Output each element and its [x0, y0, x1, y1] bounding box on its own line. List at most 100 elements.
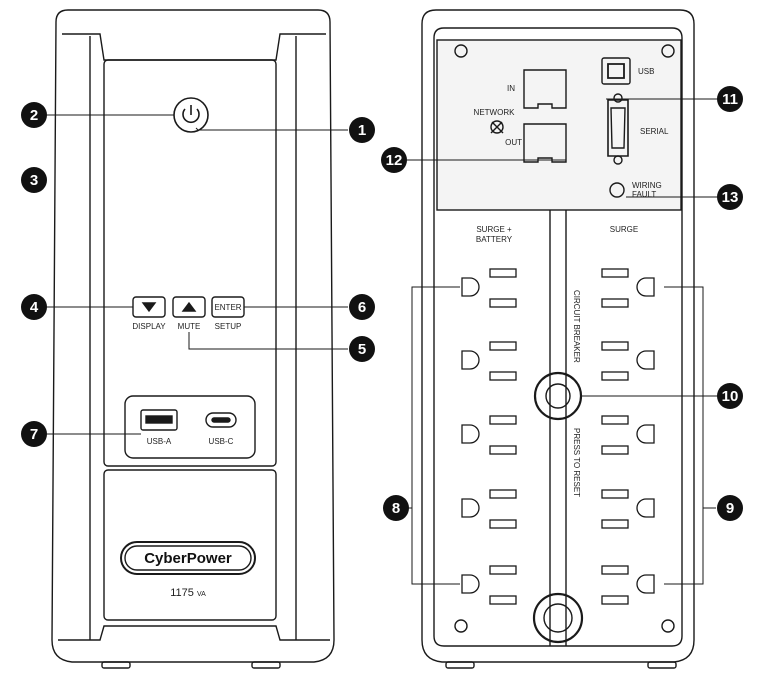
circuit-breaker-button[interactable]: [533, 371, 583, 421]
screw-top-left: [454, 44, 468, 58]
callout-1-number: 1: [358, 122, 366, 139]
back-leaders: [394, 98, 730, 585]
callout-2-marker: [21, 102, 47, 128]
circuit-breaker-label: CIRCUIT BREAKER: [572, 290, 581, 363]
back-foot-right: [647, 661, 677, 669]
usb-c-label: USB-C: [209, 437, 234, 446]
usb-b-socket: [607, 63, 625, 79]
wiring-fault-label-line1: WIRING: [632, 181, 662, 190]
callout-7-marker: [21, 421, 47, 447]
usb-a-port[interactable]: [140, 409, 178, 431]
callout-6-marker: [349, 294, 375, 320]
callout-6-number: 6: [358, 299, 366, 316]
callout-8-marker: [383, 495, 409, 521]
brand-badge-inner: [124, 545, 252, 571]
outlet-battery-4[interactable]: [461, 489, 517, 529]
model-number-unit: VA: [197, 591, 206, 598]
power-cord-entry: [532, 592, 584, 644]
callout-12-number: 12: [386, 152, 403, 169]
surge-battery-header-line2: BATTERY: [476, 235, 513, 244]
wiring-fault-label-line2: FAULT: [632, 190, 656, 199]
network-label: NETWORK: [474, 108, 516, 117]
network-out-label: OUT: [505, 138, 522, 147]
outlet-battery-3[interactable]: [461, 415, 517, 455]
up-triangle-icon: [181, 301, 197, 312]
front-foot-right: [251, 661, 281, 669]
setup-label: SETUP: [215, 322, 242, 331]
mute-button[interactable]: [172, 296, 206, 318]
power-cord-inner: [543, 603, 573, 633]
communication-panel: [436, 39, 682, 211]
callout-1-marker: [349, 117, 375, 143]
callout-3-marker: [21, 167, 47, 193]
surge-battery-header-line1: SURGE +: [476, 225, 512, 234]
outlet-battery-2[interactable]: [461, 341, 517, 381]
surge-only-header: SURGE: [610, 225, 638, 234]
usb-c-port[interactable]: [205, 412, 237, 428]
callout-2-number: 2: [30, 107, 38, 124]
outlet-group: [461, 268, 655, 605]
usb-c-tongue: [211, 417, 231, 423]
power-icon: [182, 105, 200, 124]
front-foot-left: [101, 661, 131, 669]
callout-4-number: 4: [30, 299, 39, 316]
callout-11-number: 11: [722, 91, 738, 108]
callout-11-marker: [717, 86, 743, 112]
network-in-jack[interactable]: [523, 69, 567, 109]
network-in-label: IN: [507, 84, 515, 93]
callout-13-number: 13: [722, 189, 739, 206]
outlet-surge-1[interactable]: [601, 268, 655, 308]
outlet-surge-2[interactable]: [601, 341, 655, 381]
callout-4-marker: [21, 294, 47, 320]
callout-9-number: 9: [726, 500, 734, 517]
display-label: DISPLAY: [132, 322, 166, 331]
callout-13-marker: [717, 184, 743, 210]
outlet-surge-4[interactable]: [601, 489, 655, 529]
serial-port-label: SERIAL: [640, 127, 669, 136]
callout-5-marker: [349, 336, 375, 362]
outlet-battery-5[interactable]: [461, 565, 517, 605]
callout-3-number: 3: [30, 172, 38, 189]
back-foot-left: [445, 661, 475, 669]
network-out-jack[interactable]: [523, 123, 567, 163]
serial-port-inner: [610, 107, 626, 149]
wiring-fault-indicator: [609, 182, 625, 198]
screw-bottom-left: [454, 619, 468, 633]
enter-button-text: ENTER: [214, 303, 241, 312]
serial-screw-top: [613, 93, 623, 103]
logo-panel: [103, 469, 277, 621]
front-top-bevel: [62, 33, 326, 61]
usb-b-port[interactable]: [601, 57, 631, 85]
down-triangle-icon: [141, 302, 157, 313]
network-wrench-icon: [490, 120, 504, 134]
callout-7-number: 7: [30, 426, 38, 443]
press-to-reset-label: PRESS TO RESET: [572, 428, 581, 497]
usb-a-label: USB-A: [147, 437, 172, 446]
callout-10-marker: [717, 383, 743, 409]
front-bottom-bevel: [58, 625, 330, 641]
outlet-battery-1[interactable]: [461, 268, 517, 308]
usb-port-bay: [124, 395, 256, 459]
callout-8-number: 8: [392, 500, 400, 517]
circuit-breaker-inner: [545, 383, 571, 409]
model-number-value: 1175: [170, 587, 194, 599]
brand-logo-text: CyberPower: [144, 550, 232, 567]
outlet-surge-3[interactable]: [601, 415, 655, 455]
screw-top-right: [661, 44, 675, 58]
back-inner-outline: [433, 27, 683, 647]
serial-screw-bottom: [613, 155, 623, 165]
front-leaders: [34, 114, 348, 435]
front-body-outline: [51, 9, 335, 663]
lcd-panel: [103, 59, 277, 467]
model-number: 1175 VA: [170, 587, 206, 599]
usb-a-tongue: [145, 415, 173, 424]
screw-bottom-right: [661, 619, 675, 633]
callout-9-marker: [717, 495, 743, 521]
back-view: [421, 9, 695, 669]
brand-badge: [120, 541, 256, 575]
usb-port-label: USB: [638, 67, 654, 76]
outlet-surge-5[interactable]: [601, 565, 655, 605]
front-view: [51, 9, 335, 669]
